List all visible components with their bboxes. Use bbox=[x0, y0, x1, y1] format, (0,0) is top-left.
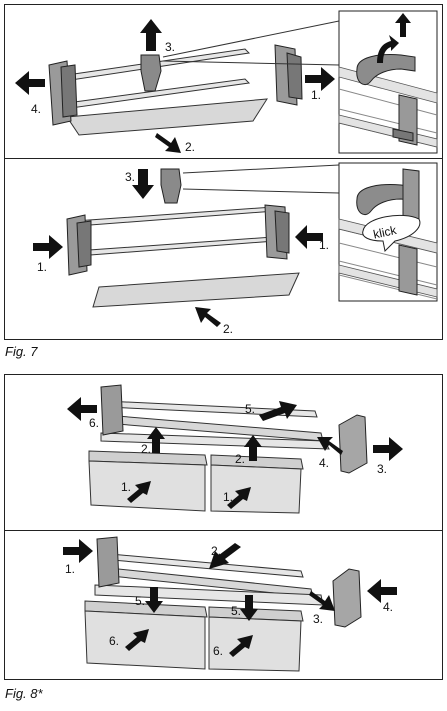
arrow-step-2-right bbox=[244, 435, 262, 461]
fig8-removal-illustration: 1. 1. 2. 2. 3. 4. 5. 6. bbox=[67, 384, 403, 514]
step-label-2-right: 2. bbox=[235, 452, 245, 466]
middle-clip bbox=[140, 54, 162, 92]
arrow-step-4 bbox=[367, 579, 397, 603]
arrow-step-3 bbox=[132, 169, 154, 199]
glass-plate bbox=[92, 272, 300, 308]
left-bracket bbox=[48, 60, 78, 126]
step-label-4: 4. bbox=[319, 456, 329, 470]
left-bracket bbox=[100, 384, 124, 436]
step-label-1-left: 1. bbox=[121, 480, 131, 494]
arrow-step-5-right bbox=[240, 595, 258, 621]
arrow-step-1-left bbox=[127, 481, 151, 503]
left-bracket bbox=[96, 536, 120, 588]
arrow-step-6-left bbox=[125, 629, 149, 651]
shelf-frame bbox=[74, 206, 276, 257]
step-label-2: 2. bbox=[185, 140, 195, 154]
step-label-6-right: 6. bbox=[213, 644, 223, 658]
right-bracket bbox=[338, 414, 368, 474]
arrow-step-3 bbox=[140, 19, 162, 51]
step-label-2: 2. bbox=[223, 322, 233, 336]
step-label-1-left: 1. bbox=[37, 260, 47, 274]
step-label-5-left: 5. bbox=[135, 594, 145, 608]
step-label-6: 6. bbox=[89, 416, 99, 430]
arrow-step-2 bbox=[209, 543, 241, 569]
step-label-1: 1. bbox=[311, 88, 321, 102]
fig7-caption: Fig. 7 bbox=[5, 344, 38, 359]
fig8-installation-illustration: 1. 2. 3. 4. 5. 5. 6. 6. bbox=[63, 536, 397, 672]
fig8-caption: Fig. 8* bbox=[5, 686, 43, 701]
step-label-3: 3. bbox=[165, 40, 175, 54]
detail-inset: klick bbox=[338, 162, 438, 302]
step-label-1: 1. bbox=[65, 562, 75, 576]
step-label-6-left: 6. bbox=[109, 634, 119, 648]
arrow-step-1 bbox=[63, 539, 93, 563]
shelf-frame bbox=[94, 552, 324, 606]
glass-plate bbox=[66, 98, 268, 136]
arrow-step-6 bbox=[67, 397, 97, 421]
right-bracket bbox=[264, 204, 290, 260]
step-label-4: 4. bbox=[31, 102, 41, 116]
fig7-removal-panel: 1. 2. 3. 4. bbox=[4, 4, 443, 160]
fig7-removal-illustration: 1. 2. 3. 4. bbox=[15, 10, 438, 154]
step-label-5-right: 5. bbox=[231, 604, 241, 618]
arrow-step-6-right bbox=[229, 635, 253, 657]
right-drawer bbox=[210, 454, 304, 514]
arrow-step-3 bbox=[373, 437, 403, 461]
right-bracket bbox=[332, 568, 362, 628]
left-drawer bbox=[88, 450, 208, 512]
fig8-removal-panel: 1. 1. 2. 2. 3. 4. 5. 6. bbox=[4, 374, 443, 532]
arrow-step-2-left bbox=[147, 427, 165, 453]
step-label-1-right: 1. bbox=[223, 490, 233, 504]
arrow-step-2 bbox=[195, 307, 221, 327]
inset-curved-arrow bbox=[377, 35, 399, 63]
arrow-step-1 bbox=[305, 67, 335, 91]
fig7-installation-illustration: 1. 1. 2. 3. klick bbox=[33, 162, 438, 336]
arrow-step-2 bbox=[155, 133, 181, 153]
arrow-step-4 bbox=[15, 71, 45, 95]
arrow-step-5 bbox=[259, 401, 297, 421]
right-drawer bbox=[208, 606, 304, 672]
arrow-step-4 bbox=[317, 437, 343, 455]
fig8-installation-panel: 1. 2. 3. 4. 5. 5. 6. 6. bbox=[4, 530, 443, 680]
fig7-installation-panel: 1. 1. 2. 3. klick bbox=[4, 158, 443, 340]
arrow-step-1-right bbox=[295, 225, 323, 249]
arrow-step-1-left bbox=[33, 235, 63, 259]
middle-clip bbox=[160, 168, 182, 204]
step-label-1-right: 1. bbox=[319, 238, 329, 252]
step-label-3: 3. bbox=[377, 462, 387, 476]
step-label-5: 5. bbox=[245, 402, 255, 416]
step-label-2: 2. bbox=[211, 544, 221, 558]
step-label-4: 4. bbox=[383, 600, 393, 614]
step-label-3: 3. bbox=[313, 612, 323, 626]
arrow-step-5-left bbox=[145, 587, 163, 613]
arrow-step-3 bbox=[309, 591, 335, 611]
step-label-3: 3. bbox=[125, 170, 135, 184]
inset-up-arrow bbox=[395, 13, 411, 37]
klick-label: klick bbox=[372, 223, 399, 242]
left-bracket bbox=[66, 214, 92, 276]
right-bracket bbox=[274, 44, 303, 106]
step-label-2-left: 2. bbox=[141, 442, 151, 456]
shelf-frame bbox=[100, 400, 330, 450]
arrow-step-1-right bbox=[227, 487, 251, 509]
detail-inset bbox=[338, 10, 438, 154]
